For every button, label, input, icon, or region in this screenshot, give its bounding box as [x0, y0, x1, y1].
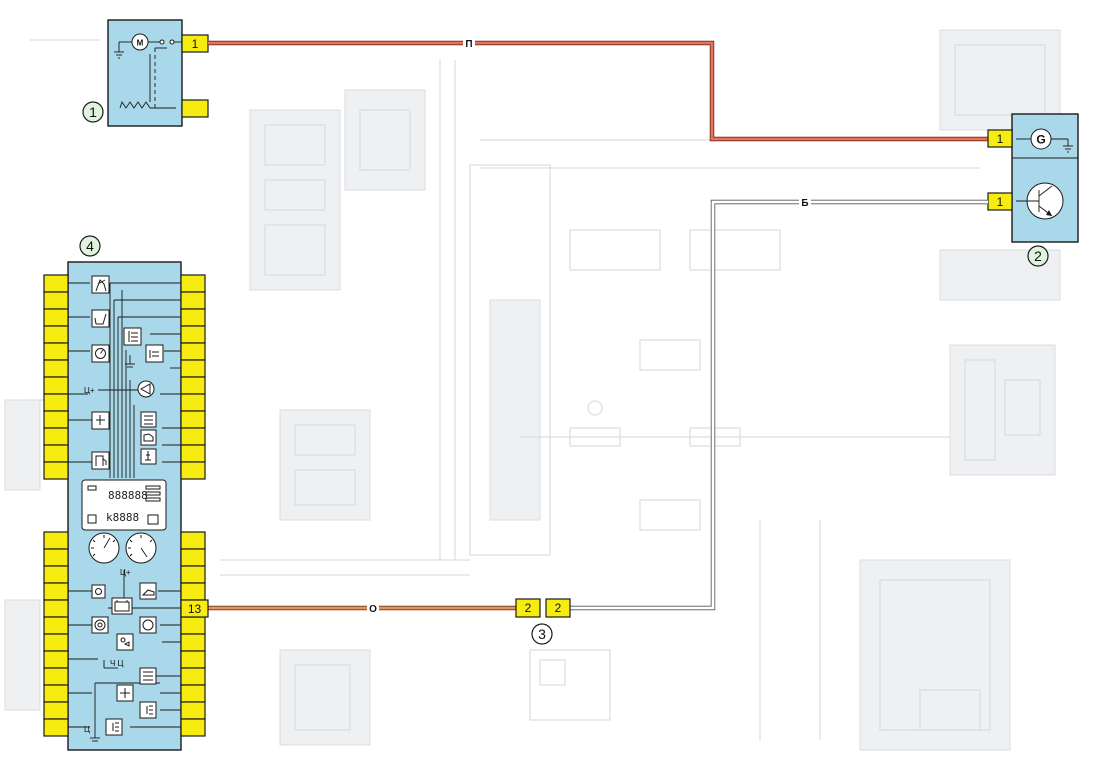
transistor-icon — [1016, 182, 1064, 220]
oil-pressure-icon — [139, 582, 157, 600]
c4-pin-13[interactable] — [180, 599, 209, 618]
indicator-mark-minus: Ч Ц — [110, 659, 124, 668]
c1-pin-2[interactable] — [181, 99, 209, 118]
callout-4: 4 — [86, 238, 94, 254]
component-3-connector[interactable]: 2 2 3 — [515, 598, 571, 645]
wire-o-label: О — [369, 604, 377, 615]
seat-heater-icon — [91, 309, 110, 328]
c4-internal-wiring-lower — [68, 570, 181, 733]
tachometer-gauge — [88, 532, 120, 564]
c1-pin-1-label: 1 — [192, 37, 199, 51]
wire-p-pink[interactable]: П — [208, 36, 990, 142]
wire-p-label: П — [465, 39, 472, 50]
wire-o-orange[interactable]: О — [208, 601, 516, 615]
motor-icon: M — [131, 33, 149, 51]
indicator-mark: Ц+ — [84, 386, 95, 395]
component-1-motor[interactable]: M 1 1 — [82, 19, 209, 127]
wire-b-label: Б — [801, 198, 808, 209]
lcd-display: 888888 k8888 — [81, 479, 167, 531]
c2-pin-g[interactable] — [987, 129, 1013, 148]
airbag-icon — [116, 633, 134, 651]
fog-light-rear-icon — [145, 344, 164, 363]
lcd-bottom-readout: k8888 — [106, 511, 139, 524]
rear-window-heater-icon — [139, 667, 157, 685]
component-4-instrument-cluster[interactable]: 4 — [43, 235, 209, 751]
c4-right-pins-upper — [180, 274, 206, 480]
low-beam-icon — [139, 701, 157, 719]
speedometer-gauge — [125, 532, 157, 564]
component-2-generator[interactable]: G 1 1 2 — [987, 113, 1079, 267]
generator-letter: G — [1036, 133, 1045, 147]
coolant-temp-icon — [140, 448, 157, 465]
background-ghost-schematic — [4, 29, 1061, 751]
motor-letter: M — [137, 39, 144, 48]
c4-left-pins-upper — [43, 274, 69, 480]
c2-pin-t-label: 1 — [997, 195, 1004, 209]
ground-icon — [90, 733, 100, 742]
seatbelt-warning-icon — [91, 275, 110, 294]
c2-pin-g-label: 1 — [997, 132, 1004, 146]
c3-pin-left-label: 2 — [525, 601, 532, 615]
callout-1: 1 — [89, 104, 97, 120]
c3-pin-right[interactable] — [545, 598, 571, 618]
ground-icon — [125, 355, 135, 368]
parking-brake-icon — [139, 616, 157, 634]
c3-pin-left[interactable] — [515, 598, 541, 618]
c4-left-pins-lower — [43, 531, 69, 737]
turn-signal-icon — [137, 380, 155, 398]
c4-internal-wiring-upper — [68, 282, 181, 478]
lcd-top-readout: 888888 — [108, 489, 148, 502]
c3-pin-right-label: 2 — [555, 601, 562, 615]
battery-icon — [111, 597, 133, 615]
diode-block-icon — [91, 411, 110, 430]
generator-icon: G — [1030, 128, 1052, 150]
fuel-icon — [91, 451, 110, 470]
indicator-mark-plus: Ц+ — [120, 568, 131, 577]
c4-right-pins-lower — [180, 531, 206, 737]
callout-2: 2 — [1034, 248, 1042, 264]
engine-icon — [140, 429, 157, 446]
ground-icon — [114, 42, 124, 59]
gauge-small-icon — [91, 344, 110, 363]
abs-icon — [140, 411, 157, 428]
callout-3: 3 — [538, 626, 546, 642]
ground-icon — [1063, 139, 1073, 153]
wire-b-white[interactable]: Б — [570, 195, 988, 611]
small-sensor-icon — [91, 584, 106, 599]
c4-pin-13-label: 13 — [188, 602, 202, 616]
fog-light-front-icon — [123, 327, 142, 346]
high-beam-icon — [105, 718, 123, 736]
hazard-relay-icon — [116, 684, 134, 702]
indicator-mark-lower: Ц — [84, 725, 90, 734]
brake-warning-icon — [91, 616, 109, 634]
